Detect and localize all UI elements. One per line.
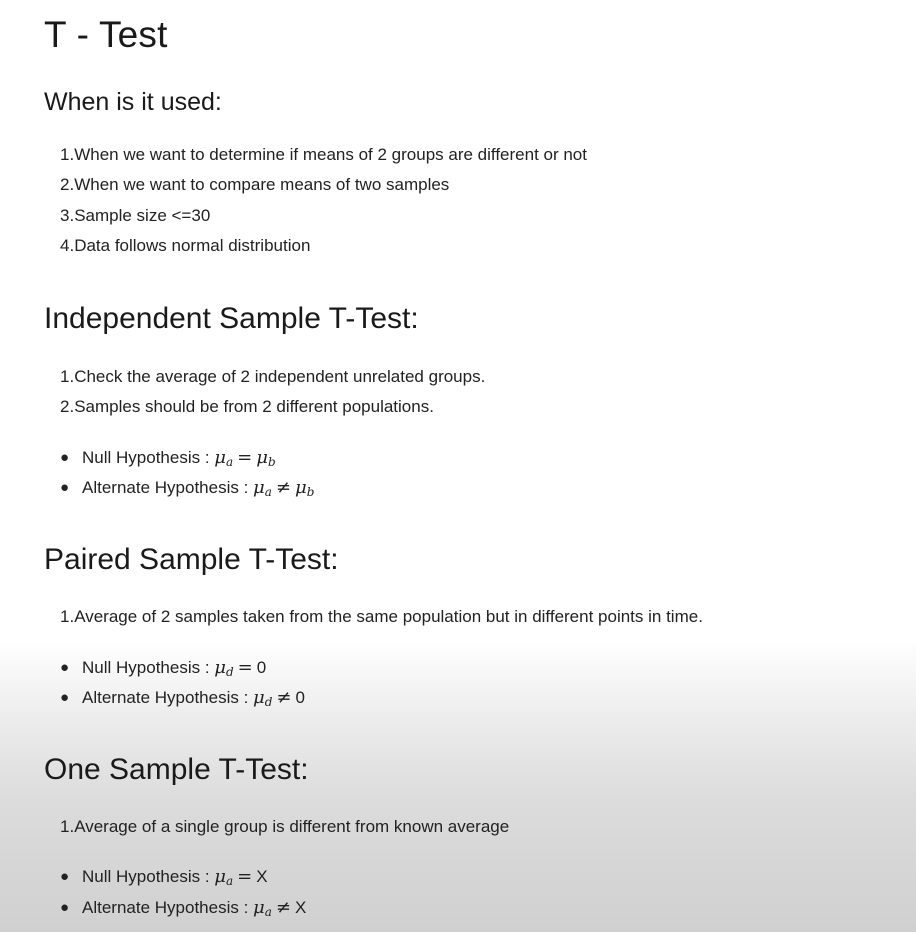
hypothesis-null: ●Null Hypothesis : μd=0 [60, 657, 267, 679]
list-item: 4. Data follows normal distribution [60, 236, 311, 255]
when-used-heading: When is it used: [44, 88, 222, 116]
hypothesis-alternate: ●Alternate Hypothesis : μa≠X [60, 897, 307, 919]
list-item: 2. When we want to compare means of two … [60, 175, 450, 194]
independent-heading: Independent Sample T-Test: [44, 302, 419, 335]
hypothesis-null: ●Null Hypothesis : μa=μb [60, 447, 276, 469]
one-sample-heading: One Sample T-Test: [44, 753, 309, 786]
list-item: 1. Average of a single group is differen… [60, 817, 510, 836]
list-item: 3. Sample size <=30 [60, 206, 211, 225]
hypothesis-alternate: ●Alternate Hypothesis : μd≠0 [60, 687, 305, 709]
list-item: 1. Average of 2 samples taken from the s… [60, 607, 703, 626]
paired-heading: Paired Sample T-Test: [44, 543, 339, 576]
list-item: 1. Check the average of 2 independent un… [60, 367, 486, 386]
list-item: 2. Samples should be from 2 different po… [60, 397, 434, 416]
list-item: 1. When we want to determine if means of… [60, 145, 587, 164]
hypothesis-null: ●Null Hypothesis : μa=X [60, 866, 268, 888]
page-title: T - Test [44, 14, 168, 55]
hypothesis-alternate: ●Alternate Hypothesis : μa≠μb [60, 477, 315, 499]
